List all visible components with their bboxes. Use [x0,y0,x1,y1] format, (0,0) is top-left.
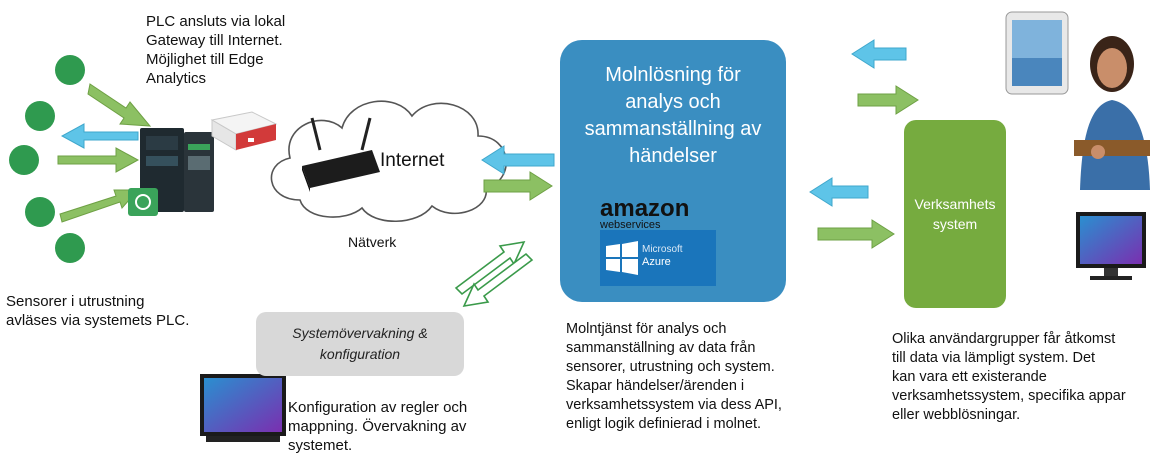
blue-arrow [481,145,555,175]
desktop-monitor-icon [200,374,286,442]
green-arrow [59,189,140,223]
outline-arrow [462,252,534,308]
users-line: till data via lämpligt system. Det [892,350,1096,366]
cloud-desc-line: Skapar händelser/ärenden i [566,378,745,394]
business-system-box: Verksamhets system [904,120,1006,308]
amazon-logo: amazon webservices [600,195,690,231]
monitoring-box: Systemövervakning & konfiguration [256,312,464,376]
outline-arrow [454,240,526,296]
green-arrow [57,147,140,173]
cloud-desc-line: verksamhetssystem via dess API, [566,397,782,413]
sensor-node [55,233,85,263]
users-line: verksamhetssystem, specifika appar [892,388,1126,404]
plc-line: Gateway till Internet. [146,32,283,49]
business-line: Verksamhets [914,196,996,212]
sensor-line: avläses via systemets PLC. [6,312,190,329]
internet-label: Internet [380,150,445,171]
business-line: system [932,216,978,232]
cloud-title-line: analys och [625,91,721,113]
blue-arrow [851,39,907,69]
azure-logo: Microsoft Azure [600,230,716,286]
business-system-label: Verksamhets system [904,194,1006,234]
cloud-desc-line: enligt logik definierad i molnet. [566,416,762,432]
windows-icon [606,241,638,275]
config-line: systemet. [288,437,353,454]
monitoring-label: Systemövervakning & konfiguration [256,323,464,365]
monitoring-line: Systemövervakning & [292,325,428,341]
amazon-name: amazon [600,195,690,222]
internet-cloud-arrows [481,145,555,201]
cloud-desc-line: sensorer, utrustning och system. [566,359,775,375]
users-line: kan vara ett existerande [892,369,1047,385]
sensor-node [25,197,55,227]
internet-cloud-icon [270,100,508,223]
green-arrow [483,171,553,201]
config-line: Konfiguration av regler och [288,399,468,416]
blue-arrow [809,177,869,207]
router-icon [302,117,380,192]
gateway-device-icon [210,111,278,151]
plc-line: Analytics [146,70,207,87]
config-line: mappning. Övervakning av [288,418,467,435]
plc-line: PLC ansluts via lokal [146,13,286,30]
business-arrows [809,177,895,249]
cloud-desc-line: sammanställning av data från [566,340,756,356]
sensor-node [55,55,85,85]
cloud-desc-line: Molntjänst för analys och [566,321,727,337]
sensor-arrows [57,83,152,223]
sensor-line: Sensorer i utrustning [6,293,145,310]
user-arrows [851,39,919,115]
network-label: Nätverk [348,234,397,250]
cloud-title-line: Molnlösning för [605,64,741,86]
plc-description: PLC ansluts via lokal Gateway till Inter… [146,12,285,88]
green-arrow [817,219,895,249]
tablet-user-icon [1005,11,1150,190]
green-arrow [87,83,152,127]
plc-line: Möjlighet till Edge [146,51,264,68]
azure-brand: Microsoft [642,244,683,255]
cloud-title-line: sammanställning av [584,118,762,140]
sensor-node [25,101,55,131]
config-description: Konfiguration av regler och mappning. Öv… [288,398,467,455]
sensor-node [9,145,39,175]
sensor-description: Sensorer i utrustning avläses via system… [6,292,189,330]
green-arrow [857,85,919,115]
azure-product: Azure [642,256,671,268]
users-line: eller webblösningar. [892,407,1021,423]
monitoring-arrows [454,240,534,308]
cloud-title-line: händelser [629,145,717,167]
desktop-monitor-icon [1076,212,1146,280]
monitoring-line: konfiguration [319,346,401,362]
cloud-solution-title: Molnlösning för analys och sammanställni… [560,62,786,170]
users-line: Olika användargrupper får åtkomst [892,331,1116,347]
sensor-nodes [9,55,85,263]
blue-arrow [60,123,139,149]
users-description: Olika användargrupper får åtkomst till d… [892,330,1126,425]
amazon-sub: webservices [600,219,661,231]
plc-device-icon [128,128,214,216]
cloud-description: Molntjänst för analys och sammanställnin… [566,320,782,434]
